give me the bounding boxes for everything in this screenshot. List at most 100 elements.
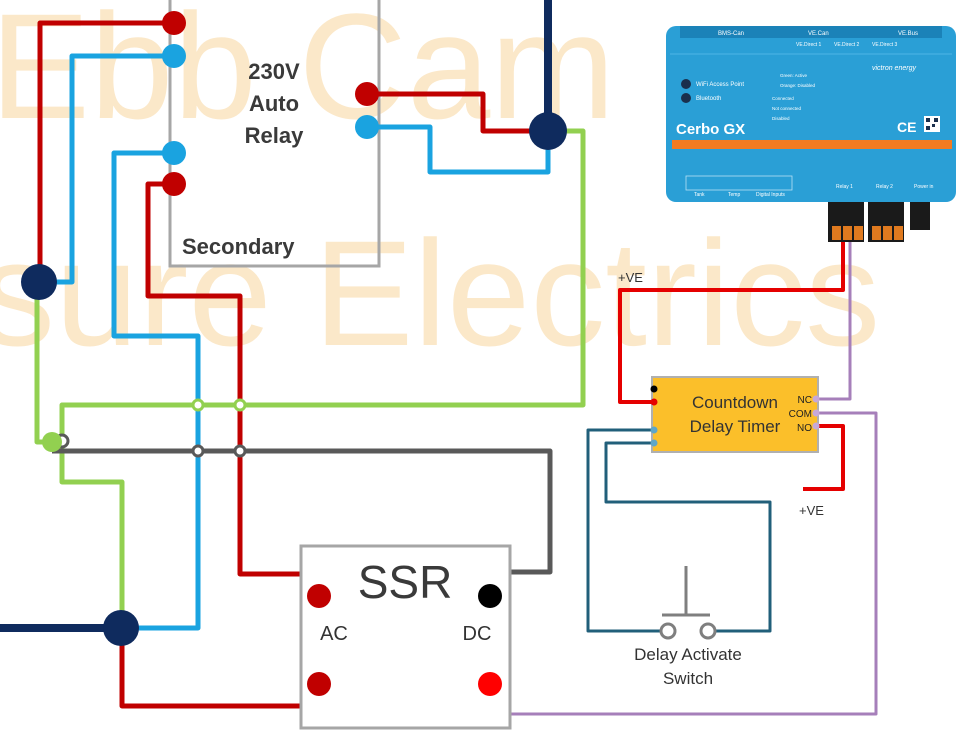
cerbo-status-line: Orange: Disabled [780, 83, 816, 88]
crossing-hump [191, 398, 205, 412]
qr-block [934, 118, 938, 122]
ve-label-top: +VE [618, 270, 643, 285]
timer-title-line2: Delay Timer [690, 417, 781, 436]
junction-navy-bottom [103, 610, 139, 646]
cerbo-power-connector [910, 202, 930, 230]
wire-green-lower [59, 448, 125, 628]
cerbo-port-label: VE.Direct 2 [834, 42, 860, 48]
junction-green [42, 432, 62, 452]
relay-title-line2: Auto [249, 91, 299, 116]
cerbo-bottom-label: Temp [728, 192, 740, 198]
cerbo-bottom-label: Tank [694, 192, 705, 198]
timer-terminal-trigger [650, 426, 658, 434]
cerbo-status-line: Disabled [772, 116, 790, 121]
cerbo-wifi-label: WiFi Access Point [696, 82, 744, 88]
cerbo-orange-strip [672, 140, 952, 149]
relay-terminal-red [162, 11, 186, 35]
connector-pin [832, 226, 841, 240]
timer-terminal-positive [650, 398, 658, 406]
ssr-dc-label: DC [463, 623, 492, 645]
timer-nc-label: NC [798, 395, 812, 406]
timer-terminal-no [812, 422, 820, 430]
junction-navy-left [21, 264, 57, 300]
qr-block [932, 124, 935, 127]
connector-pin [872, 226, 881, 240]
cerbo-top-label: BMS-Can [718, 31, 744, 37]
delay-activate-switch: Delay Activate Switch [634, 566, 742, 688]
auto-relay: 230V Auto Relay Secondary [168, 0, 381, 268]
crossing-hump [233, 398, 247, 412]
wire-red-timer-power [618, 232, 845, 404]
connector-pin [843, 226, 852, 240]
cerbo-bottom-label: Relay 2 [876, 184, 893, 190]
cerbo-bottom-label: Power in [914, 184, 934, 190]
cerbo-port-label: VE.Direct 3 [872, 42, 898, 48]
cerbo-body [666, 26, 956, 202]
watermark-line2: sure Electrics [0, 209, 880, 377]
wire-teal-outer [586, 428, 668, 633]
ssr-terminal-dc-negative [478, 584, 502, 608]
relay-terminal-red [162, 172, 186, 196]
timer-terminal-nc [812, 395, 820, 403]
cerbo-bottom-label: Relay 1 [836, 184, 853, 190]
timer-terminal-negative [650, 385, 658, 393]
ssr-title: SSR [358, 556, 453, 608]
cerbo-ce-mark: CE [897, 119, 916, 135]
qr-block [926, 118, 930, 122]
timer-terminal-com [812, 409, 820, 417]
connector-pin [883, 226, 892, 240]
wire-green-main [59, 128, 586, 440]
crossing-hump [233, 444, 247, 458]
countdown-delay-timer: Countdown Delay Timer NC COM NO [650, 376, 820, 453]
ssr-terminal-dc-positive [478, 672, 502, 696]
relay-terminal-blue [162, 44, 186, 68]
wire-red-relay-top [37, 20, 172, 282]
wire-crossings [54, 398, 247, 458]
relay-title-line3: Relay [245, 123, 304, 148]
switch-contact-left [659, 622, 677, 640]
wire-purple-nc [816, 232, 852, 401]
switch-contact-right [699, 622, 717, 640]
junction-navy-top [529, 112, 567, 150]
relay-title-line1: 230V [248, 59, 300, 84]
cerbo-gx-device: BMS-Can VE.Can VE.Bus VE.Direct 1 VE.Dir… [666, 26, 956, 242]
cerbo-status-line: Green: Active [780, 73, 808, 78]
cerbo-bt-label: Bluetooth [696, 96, 721, 102]
wifi-button-icon [681, 79, 691, 89]
timer-title-line1: Countdown [692, 393, 778, 412]
cerbo-top-label: VE.Can [808, 31, 829, 37]
cerbo-status-line: Not connected [772, 106, 802, 111]
timer-no-label: NO [797, 423, 812, 434]
cerbo-top-strip [680, 26, 942, 38]
ssr-terminal-ac-bottom [307, 672, 331, 696]
timer-box [651, 376, 819, 453]
wire-red-relay-right [366, 91, 548, 134]
bluetooth-button-icon [681, 93, 691, 103]
wire-teal-inner [604, 441, 772, 633]
timer-terminal-trigger [650, 439, 658, 447]
timer-com-label: COM [789, 409, 812, 420]
cerbo-status-line: Connected [772, 96, 794, 101]
switch-label-line2: Switch [663, 669, 713, 688]
crossing-hump [191, 444, 205, 458]
relay-secondary-label: Secondary [182, 234, 295, 259]
wire-red-ssr-bottom [119, 628, 322, 709]
relay-terminal-blue [162, 141, 186, 165]
relay-terminal-red [355, 82, 379, 106]
cerbo-port-label: VE.Direct 1 [796, 42, 822, 48]
relay-terminal-blue [355, 115, 379, 139]
cerbo-top-label: VE.Bus [898, 31, 918, 37]
wire-red-timer-no [803, 424, 845, 491]
cerbo-model: Cerbo GX [676, 121, 745, 138]
wire-blue-relay-lower [111, 150, 201, 631]
switch-label-line1: Delay Activate [634, 645, 742, 664]
connector-pin [854, 226, 863, 240]
qr-block [926, 126, 930, 130]
ve-label-bottom: +VE [799, 503, 824, 518]
ssr: SSR AC DC [299, 544, 512, 730]
relay-box [168, 0, 381, 268]
relay-terminals [162, 11, 379, 196]
cerbo-bottom-label: Digital Inputs [756, 192, 785, 198]
ssr-terminal-ac-top [307, 584, 331, 608]
ssr-ac-label: AC [320, 623, 348, 645]
